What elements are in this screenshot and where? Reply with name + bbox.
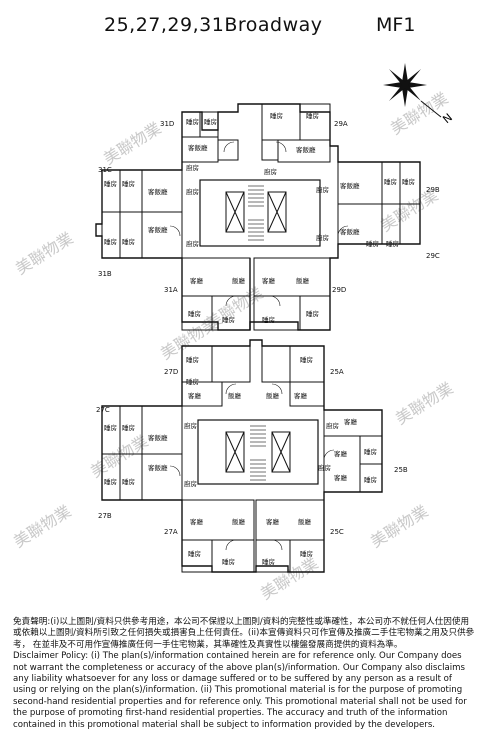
unit-label: 29A [334,120,348,128]
room-kitchen: 廚房 [186,163,199,172]
unit-label: 31D [160,120,174,128]
room-bedroom: 睡房 [364,475,377,484]
room-living-dining: 客飯廳 [148,433,168,442]
room-living: 客廳 [334,473,348,482]
room-bedroom: 睡房 [386,239,399,248]
room-dining: 飯廳 [228,391,242,400]
disclaimer-chinese: 免責聲明:(i)以上圖則/資料只供參考用途，本公司不保證以上圖則/資料的完整性或… [13,617,475,650]
room-bedroom: 睡房 [366,239,379,248]
room-bedroom: 睡房 [186,117,199,126]
unit-label: 29D [332,286,346,294]
upper-floor-block [95,103,421,331]
room-bedroom: 睡房 [300,549,313,558]
room-kitchen: 廚房 [318,463,331,472]
room-bedroom: 睡房 [204,117,217,126]
room-bedroom: 睡房 [188,309,201,318]
room-bedroom: 睡房 [222,557,235,566]
room-living-dining: 客飯廳 [188,143,208,152]
room-bedroom: 睡房 [262,315,275,324]
disclaimer: 免責聲明:(i)以上圖則/資料只供參考用途，本公司不保證以上圖則/資料的完整性或… [13,617,475,731]
watermark: 美聯物業 [387,88,451,138]
room-bedroom: 睡房 [104,477,117,486]
upper-room-labels: 睡房 睡房 客飯廳 廚房 睡房 睡房 客飯廳 廚房 睡房 睡房 客飯廳 廚房 睡… [104,111,415,324]
room-kitchen: 廚房 [316,185,329,194]
room-bedroom: 睡房 [364,447,377,456]
unit-label: 29B [426,186,440,194]
room-living-dining: 客飯廳 [148,463,168,472]
unit-label: 27C [96,406,110,414]
room-living: 客廳 [294,391,308,400]
room-bedroom: 睡房 [186,355,199,364]
room-living-dining: 客飯廳 [340,227,360,236]
room-bedroom: 睡房 [306,309,319,318]
room-living: 客廳 [334,449,348,458]
unit-label: 25B [394,466,408,474]
room-living: 客廳 [344,417,358,426]
room-bedroom: 睡房 [384,177,397,186]
upper-unit-labels: 31D 29A 31C 29B 29C 31B 31A 29D [98,120,440,294]
room-living: 客廳 [266,517,280,526]
room-kitchen: 廚房 [326,421,339,430]
watermark: 美聯物業 [12,228,76,278]
watermark: 美聯物業 [10,501,74,551]
room-bedroom: 睡房 [104,179,117,188]
room-dining: 飯廳 [232,517,246,526]
room-bedroom: 睡房 [186,377,199,386]
room-bedroom: 睡房 [122,237,135,246]
room-dining: 飯廳 [296,276,310,285]
plan-code: MF1 [376,14,416,36]
room-living-dining: 客飯廳 [296,145,316,154]
watermark: 美聯物業 [392,378,456,428]
room-dining: 飯廳 [298,517,312,526]
room-kitchen: 廚房 [316,233,329,242]
room-kitchen: 廚房 [186,239,199,248]
room-bedroom: 睡房 [104,237,117,246]
room-kitchen: 廚房 [184,421,197,430]
room-kitchen: 廚房 [186,187,199,196]
room-kitchen: 廚房 [184,479,197,488]
room-bedroom: 睡房 [270,111,283,120]
lower-unit-labels: 27D 25A 27C 25B 27B 27A 25C [96,368,408,536]
room-bedroom: 睡房 [122,477,135,486]
unit-label: 27B [98,512,112,520]
room-living-dining: 客飯廳 [148,187,168,196]
room-bedroom: 睡房 [122,423,135,432]
watermark: 美聯物業 [367,501,431,551]
floor-plan: 美聯物業 美聯物業 美聯物業 美聯物業 美聯物業 美聯物業 美聯物業 美聯物業 … [10,63,456,603]
unit-label: 29C [426,252,440,260]
room-bedroom: 睡房 [300,355,313,364]
unit-label: 27D [164,368,178,376]
room-living: 客廳 [190,517,204,526]
room-bedroom: 睡房 [122,179,135,188]
room-bedroom: 睡房 [222,315,235,324]
unit-label: 31B [98,270,112,278]
unit-label: 31A [164,286,178,294]
compass-north-label: N [440,111,455,126]
room-kitchen: 廚房 [264,167,277,176]
room-dining: 飯廳 [232,276,246,285]
room-bedroom: 睡房 [188,549,201,558]
unit-label: 31C [98,166,112,174]
room-living: 客廳 [262,276,276,285]
room-living: 客廳 [188,391,202,400]
room-living-dining: 客飯廳 [340,181,360,190]
unit-label: 27A [164,528,178,536]
room-bedroom: 睡房 [306,111,319,120]
lower-floor-block [101,339,383,573]
lower-room-labels: 睡房 睡房 客廳 飯廳 睡房 客廳 飯廳 睡房 睡房 客飯廳 廚房 睡房 睡房 … [104,355,377,566]
unit-label: 25A [330,368,344,376]
unit-label: 25C [330,528,344,536]
room-living: 客廳 [190,276,204,285]
disclaimer-english: Disclaimer Policy: (i) The plan(s)/infor… [13,651,467,730]
room-bedroom: 睡房 [104,423,117,432]
room-bedroom: 睡房 [402,177,415,186]
watermark: 美聯物業 [100,118,164,168]
room-bedroom: 睡房 [262,557,275,566]
room-dining: 飯廳 [266,391,280,400]
building-title: 25,27,29,31Broadway [104,14,323,36]
room-living-dining: 客飯廳 [148,225,168,234]
